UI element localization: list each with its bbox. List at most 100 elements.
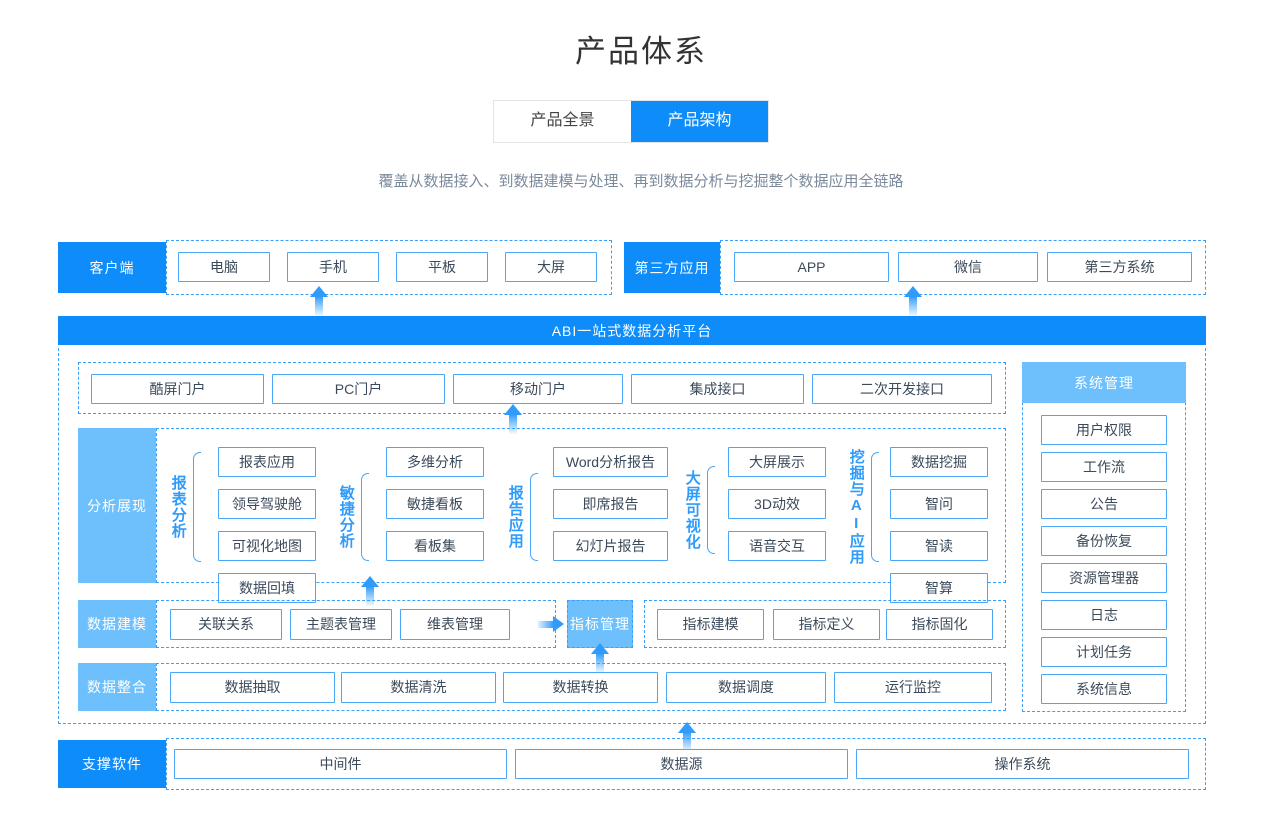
support-item-os[interactable]: 操作系统 bbox=[856, 749, 1189, 779]
brace-report-application bbox=[526, 473, 538, 561]
sysmgmt-item-log[interactable]: 日志 bbox=[1041, 600, 1167, 630]
sysmgmt-item-resource-manager[interactable]: 资源管理器 bbox=[1041, 563, 1167, 593]
page-subtitle: 覆盖从数据接入、到数据建模与处理、再到数据分析与挖掘整个数据应用全链路 bbox=[378, 173, 904, 190]
group-items-report-analysis: 报表应用 领导驾驶舱 可视化地图 数据回填 bbox=[218, 447, 316, 603]
item-smart-read[interactable]: 智读 bbox=[890, 531, 988, 561]
item-3d-effects[interactable]: 3D动效 bbox=[728, 489, 826, 519]
group-report-application: 报告应用 bbox=[506, 468, 538, 566]
arrow-up-to-client bbox=[310, 286, 328, 316]
brace-report-analysis bbox=[189, 451, 201, 562]
portal-item-secondary-dev-api[interactable]: 二次开发接口 bbox=[812, 374, 992, 404]
brace-agile-analysis bbox=[357, 473, 369, 561]
item-data-mining[interactable]: 数据挖掘 bbox=[890, 447, 988, 477]
page-title: 产品体系 bbox=[575, 34, 707, 69]
group-label-agile-analysis: 敏捷分析 bbox=[337, 485, 355, 549]
third-party-item-other-system[interactable]: 第三方系统 bbox=[1047, 252, 1192, 282]
sysmgmt-item-scheduled-task[interactable]: 计划任务 bbox=[1041, 637, 1167, 667]
support-item-datasource[interactable]: 数据源 bbox=[515, 749, 848, 779]
client-item-tablet[interactable]: 平板 bbox=[396, 252, 488, 282]
group-label-report-application: 报告应用 bbox=[506, 485, 524, 549]
modeling-item-dimension-table[interactable]: 维表管理 bbox=[400, 609, 510, 640]
client-item-phone[interactable]: 手机 bbox=[287, 252, 379, 282]
integration-item-schedule[interactable]: 数据调度 bbox=[666, 672, 826, 703]
portal-item-pc[interactable]: PC门户 bbox=[272, 374, 445, 404]
modeling-item-metric-definition[interactable]: 指标定义 bbox=[773, 609, 880, 640]
tab-product-overview[interactable]: 产品全景 bbox=[494, 101, 631, 142]
item-dashboard-set[interactable]: 看板集 bbox=[386, 531, 484, 561]
brace-bigscreen-visualization bbox=[703, 465, 715, 554]
platform-bar: ABI一站式数据分析平台 bbox=[58, 316, 1206, 345]
modeling-right-container bbox=[644, 600, 1006, 648]
item-voice-interaction[interactable]: 语音交互 bbox=[728, 531, 826, 561]
item-visual-map[interactable]: 可视化地图 bbox=[218, 531, 316, 561]
item-smart-ask[interactable]: 智问 bbox=[890, 489, 988, 519]
portal-row-container bbox=[78, 362, 1006, 414]
support-item-middleware[interactable]: 中间件 bbox=[174, 749, 507, 779]
modeling-item-relationship[interactable]: 关联关系 bbox=[170, 609, 282, 640]
group-items-bigscreen-visualization: 大屏展示 3D动效 语音交互 bbox=[728, 447, 826, 561]
modeling-item-metric-solidify[interactable]: 指标固化 bbox=[886, 609, 993, 640]
integration-row-label: 数据整合 bbox=[78, 663, 156, 711]
group-label-mining-ai: 挖掘与AI应用 bbox=[847, 448, 865, 565]
arrow-up-to-platform bbox=[678, 722, 696, 752]
third-party-row-container bbox=[720, 240, 1206, 295]
group-mining-ai: 挖掘与AI应用 bbox=[847, 447, 879, 566]
client-item-computer[interactable]: 电脑 bbox=[178, 252, 270, 282]
arrow-up-to-analysis bbox=[361, 576, 379, 606]
item-multidim-analysis[interactable]: 多维分析 bbox=[386, 447, 484, 477]
sysmgmt-item-workflow[interactable]: 工作流 bbox=[1041, 452, 1167, 482]
tab-bar: 产品全景 产品架构 bbox=[493, 100, 769, 143]
group-label-bigscreen-visualization: 大屏可视化 bbox=[683, 469, 701, 550]
sysmgmt-item-backup-restore[interactable]: 备份恢复 bbox=[1041, 526, 1167, 556]
group-label-report-analysis: 报表分析 bbox=[169, 474, 187, 539]
item-word-report[interactable]: Word分析报告 bbox=[553, 447, 668, 477]
item-report-app[interactable]: 报表应用 bbox=[218, 447, 316, 477]
arrow-up-to-third-party bbox=[904, 286, 922, 316]
item-data-writeback[interactable]: 数据回填 bbox=[218, 573, 316, 603]
third-party-item-app[interactable]: APP bbox=[734, 252, 889, 282]
modeling-row-label: 数据建模 bbox=[78, 600, 156, 648]
analysis-row-container bbox=[156, 428, 1006, 583]
integration-item-monitor[interactable]: 运行监控 bbox=[834, 672, 992, 703]
integration-item-transform[interactable]: 数据转换 bbox=[503, 672, 658, 703]
support-row-container bbox=[166, 738, 1206, 790]
integration-row-container bbox=[156, 663, 1006, 711]
platform-body-container bbox=[58, 348, 1206, 724]
client-row-label: 客户端 bbox=[58, 242, 166, 293]
group-items-report-application: Word分析报告 即席报告 幻灯片报告 bbox=[553, 447, 668, 561]
support-row-label: 支撑软件 bbox=[58, 740, 166, 788]
modeling-item-subject-table[interactable]: 主题表管理 bbox=[290, 609, 392, 640]
item-slide-report[interactable]: 幻灯片报告 bbox=[553, 531, 668, 561]
tab-product-architecture[interactable]: 产品架构 bbox=[631, 101, 768, 142]
brace-mining-ai bbox=[867, 451, 879, 562]
third-party-item-wechat[interactable]: 微信 bbox=[898, 252, 1038, 282]
sysmgmt-item-system-info[interactable]: 系统信息 bbox=[1041, 674, 1167, 704]
arrow-right-to-metric bbox=[538, 616, 564, 632]
analysis-row-label: 分析展现 bbox=[78, 428, 156, 583]
item-smart-compute[interactable]: 智算 bbox=[890, 573, 988, 603]
item-agile-dashboard[interactable]: 敏捷看板 bbox=[386, 489, 484, 519]
third-party-row-label: 第三方应用 bbox=[624, 242, 720, 293]
portal-item-mobile[interactable]: 移动门户 bbox=[453, 374, 623, 404]
item-bigscreen-display[interactable]: 大屏展示 bbox=[728, 447, 826, 477]
portal-item-cool-screen[interactable]: 酷屏门户 bbox=[91, 374, 264, 404]
integration-item-extract[interactable]: 数据抽取 bbox=[170, 672, 335, 703]
item-leader-cockpit[interactable]: 领导驾驶舱 bbox=[218, 489, 316, 519]
sysmgmt-item-announcement[interactable]: 公告 bbox=[1041, 489, 1167, 519]
integration-item-clean[interactable]: 数据清洗 bbox=[341, 672, 496, 703]
arrow-up-to-portal bbox=[504, 404, 522, 434]
modeling-item-metric-management[interactable]: 指标管理 bbox=[567, 600, 633, 648]
group-bigscreen-visualization: 大屏可视化 bbox=[683, 453, 715, 566]
sysmgmt-item-user-permission[interactable]: 用户权限 bbox=[1041, 415, 1167, 445]
group-items-agile-analysis: 多维分析 敏捷看板 看板集 bbox=[386, 447, 484, 561]
client-row-container bbox=[166, 240, 612, 295]
group-agile-analysis: 敏捷分析 bbox=[337, 468, 369, 566]
group-items-mining-ai: 数据挖掘 智问 智读 智算 bbox=[890, 447, 988, 603]
group-report-analysis: 报表分析 bbox=[169, 447, 201, 566]
modeling-item-metric-modeling[interactable]: 指标建模 bbox=[657, 609, 764, 640]
portal-item-integration-api[interactable]: 集成接口 bbox=[631, 374, 804, 404]
client-item-bigscreen[interactable]: 大屏 bbox=[505, 252, 597, 282]
item-adhoc-report[interactable]: 即席报告 bbox=[553, 489, 668, 519]
system-management-header: 系统管理 bbox=[1022, 362, 1186, 403]
